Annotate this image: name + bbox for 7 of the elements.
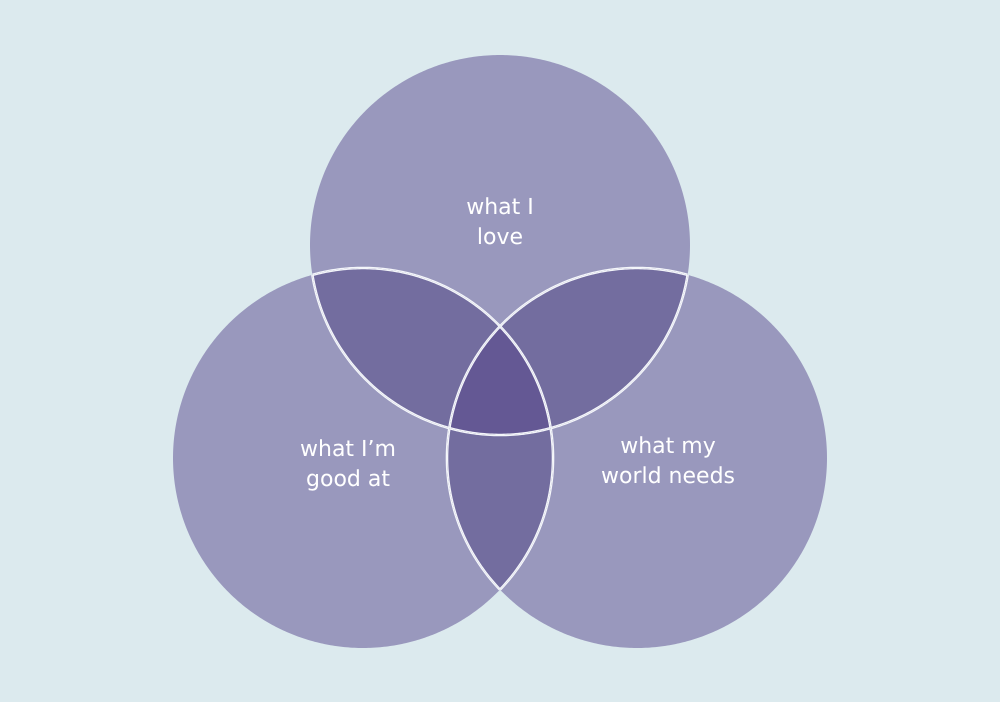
circle-label: what I’m good at [299, 436, 397, 494]
circle-label: what I love [465, 194, 535, 252]
center-overlap-region [449, 326, 551, 435]
overlap-region [312, 268, 500, 429]
overlap-region [447, 428, 553, 590]
circle-label: what my world needs [600, 433, 736, 491]
overlap-region [500, 268, 688, 429]
